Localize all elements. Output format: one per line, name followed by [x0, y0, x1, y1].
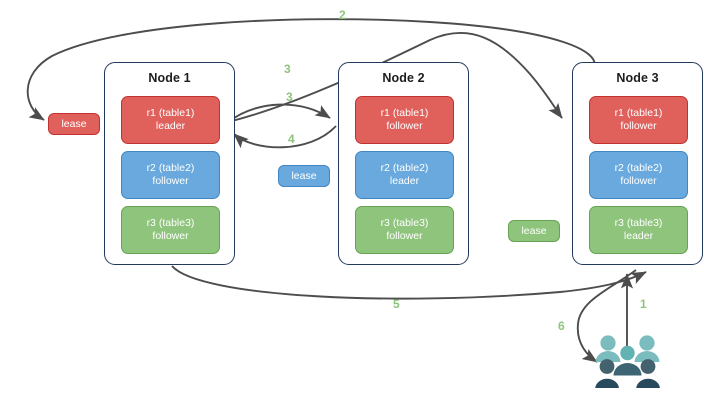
replica-node-3-r2: r2 (table2) follower	[589, 151, 688, 199]
edge-label-6: 6	[558, 319, 565, 333]
replica-role: leader	[155, 120, 186, 132]
edge-label-3b: 3	[286, 90, 293, 104]
replica-node-1-r2: r2 (table2) follower	[121, 151, 220, 199]
replica-node-3-r3: r3 (table3) leader	[589, 206, 688, 254]
replica-node-1-r3: r3 (table3) follower	[121, 206, 220, 254]
edge-label-5: 5	[393, 297, 400, 311]
replica-role: leader	[623, 230, 654, 242]
replica-node-3-r1: r1 (table1) follower	[589, 96, 688, 144]
lease-label: lease	[521, 225, 547, 237]
replica-node-2-r2: r2 (table2) leader	[355, 151, 454, 199]
edge-label-2: 2	[339, 8, 346, 22]
replica-role: follower	[620, 175, 657, 187]
replica-name: r1 (table1)	[380, 106, 429, 119]
replica-role: leader	[389, 175, 420, 187]
lease-box-table1: lease	[48, 113, 100, 135]
replica-role: follower	[386, 120, 423, 132]
node-title-node-2: Node 2	[382, 71, 425, 85]
replica-name: r1 (table1)	[146, 106, 195, 119]
edge-5	[171, 265, 647, 300]
users-icon	[595, 335, 660, 388]
replica-node-2-r1: r1 (table1) follower	[355, 96, 454, 144]
lease-box-table3: lease	[508, 220, 560, 242]
replica-name: r2 (table2)	[146, 161, 195, 174]
lease-label: lease	[291, 170, 317, 182]
replica-role: follower	[386, 230, 423, 242]
node-title-node-1: Node 1	[148, 71, 191, 85]
node-title-node-3: Node 3	[616, 71, 659, 85]
replica-name: r3 (table3)	[146, 216, 195, 229]
replica-role: follower	[620, 120, 657, 132]
node-box-node-1: Node 1 r1 (table1) leader r2 (table2) fo…	[104, 62, 235, 265]
replica-name: r1 (table1)	[614, 106, 663, 119]
replica-name: r3 (table3)	[614, 216, 663, 229]
lease-box-table2: lease	[278, 165, 330, 187]
replica-name: r2 (table2)	[614, 161, 663, 174]
edge-4	[233, 125, 337, 149]
node-box-node-3: Node 3 r1 (table1) follower r2 (table2) …	[572, 62, 703, 265]
replica-node-1-r1: r1 (table1) leader	[121, 96, 220, 144]
replica-name: r2 (table2)	[380, 161, 429, 174]
replica-node-2-r3: r3 (table3) follower	[355, 206, 454, 254]
replica-role: follower	[152, 230, 189, 242]
replica-name: r3 (table3)	[380, 216, 429, 229]
replica-role: follower	[152, 175, 189, 187]
edge-3-to-node2	[227, 103, 331, 123]
edge-label-3a: 3	[284, 62, 291, 76]
node-box-node-2: Node 2 r1 (table1) follower r2 (table2) …	[338, 62, 469, 265]
edge-label-4: 4	[288, 132, 295, 146]
lease-label: lease	[61, 118, 87, 130]
edge-label-1: 1	[640, 297, 647, 311]
